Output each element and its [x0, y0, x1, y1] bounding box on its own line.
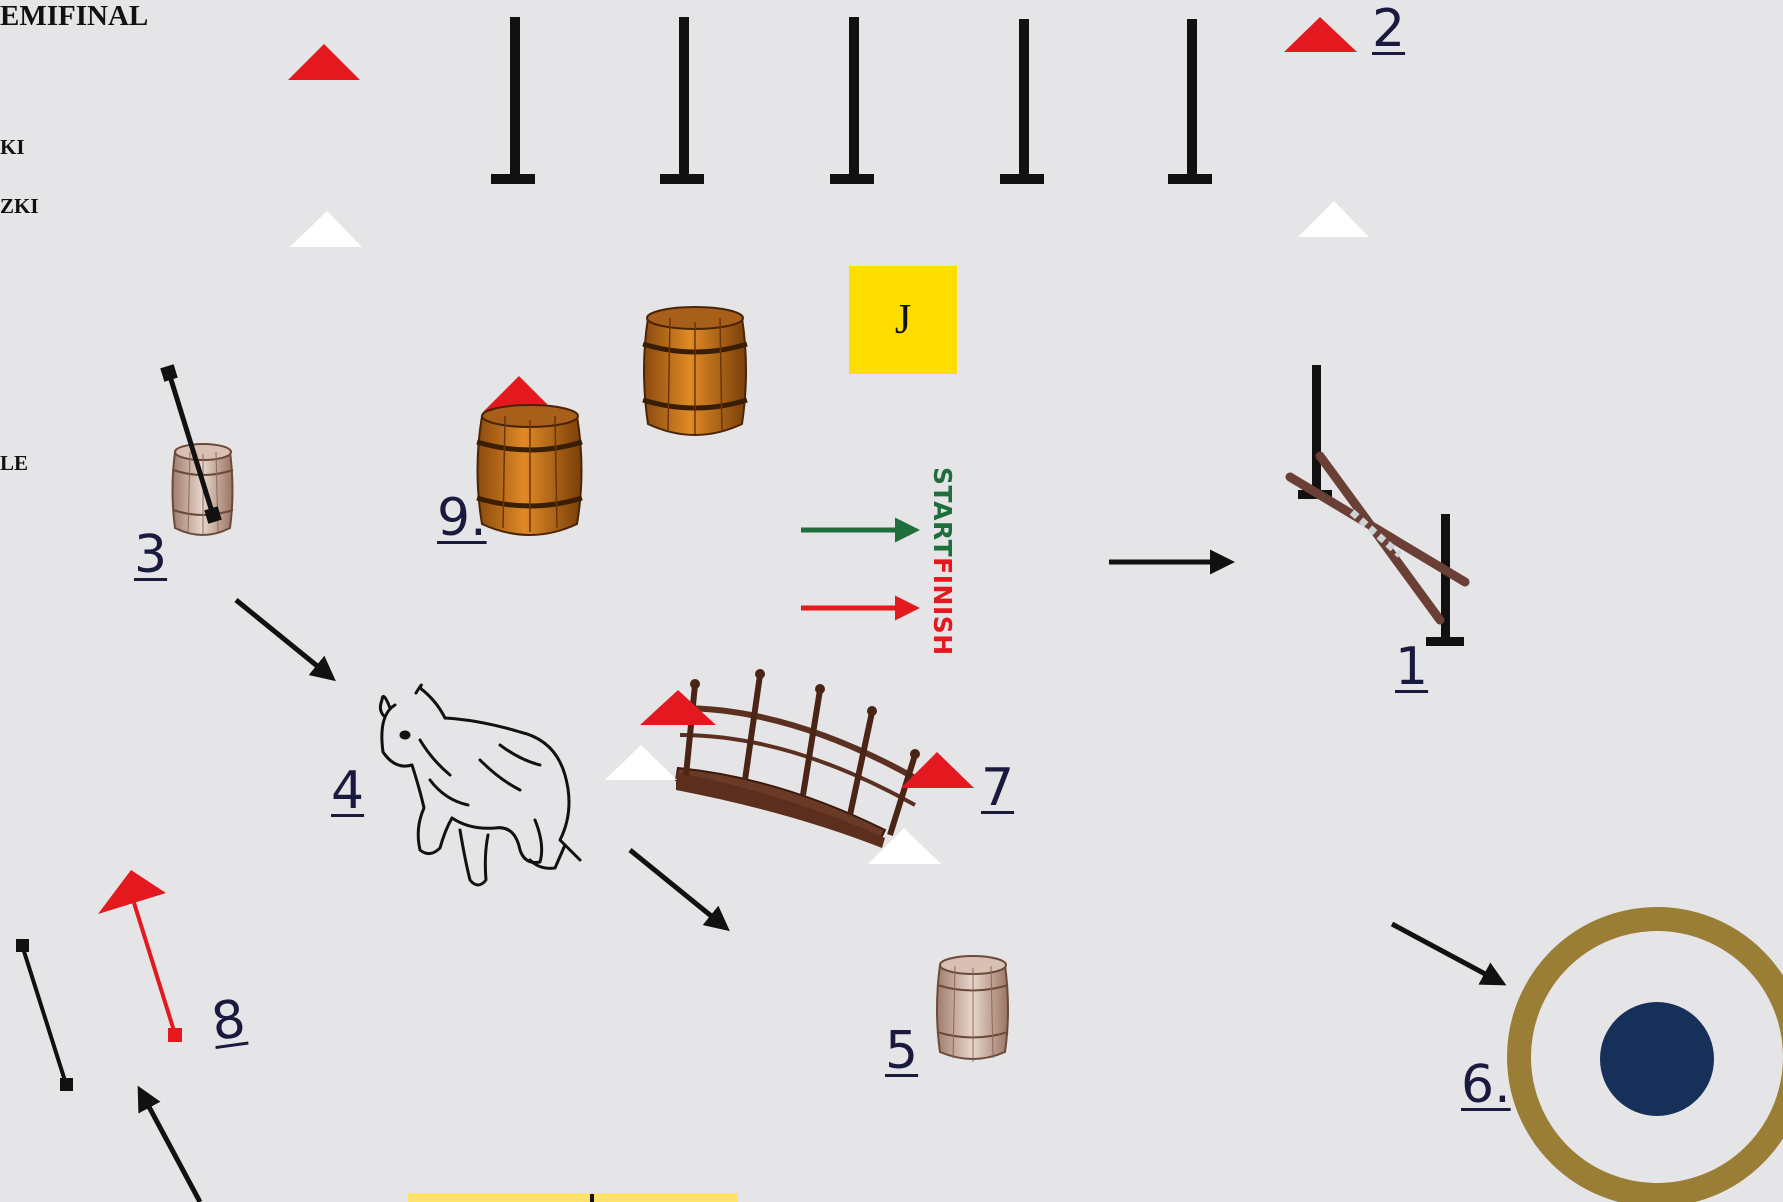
- white-flag-bridge-left: [605, 745, 677, 780]
- white-flag-top-left: [290, 211, 362, 247]
- obstacle-1-gate: [1290, 365, 1465, 646]
- obstacle-5-barrel: [937, 956, 1008, 1062]
- direction-arrow-to-6: [1392, 924, 1502, 983]
- obstacle-6-ring: [1519, 919, 1783, 1195]
- red-flag-top-right: [1284, 17, 1357, 52]
- red-flag-top-left: [288, 44, 360, 80]
- bottom-bar-mark: [590, 1194, 594, 1202]
- obstacle-8-poles: [16, 870, 182, 1091]
- label-le: LE: [0, 451, 28, 476]
- label-ki: KI: [0, 135, 25, 160]
- semifinal-label: EMIFINAL: [0, 0, 148, 33]
- obstacle-number-8: 8: [209, 993, 249, 1049]
- obstacle-4-bull: [380, 685, 580, 885]
- label-zki: ZKI: [0, 194, 39, 219]
- pole-5: [1168, 19, 1212, 184]
- obstacle-number-2: 2: [1372, 3, 1405, 55]
- large-barrel-9: [477, 405, 582, 535]
- obstacle-number-9: 9.: [437, 492, 487, 544]
- pole-1: [491, 17, 535, 184]
- obstacle-number-1: 1: [1395, 641, 1428, 693]
- finish-label: FINISH: [928, 557, 957, 656]
- obstacle-number-6: 6.: [1461, 1059, 1511, 1111]
- obstacle-number-3: 3: [134, 529, 167, 581]
- obstacle-number-4: 4: [331, 765, 364, 817]
- large-barrel-top: [643, 307, 747, 435]
- judge-box: J: [849, 266, 957, 374]
- obstacle-number-7: 7: [981, 762, 1014, 814]
- obstacle-3-barrel: [160, 364, 233, 536]
- direction-arrow-4-to-5: [630, 850, 726, 928]
- obstacle-number-5: 5: [885, 1025, 918, 1077]
- pole-2: [660, 17, 704, 184]
- pole-3: [830, 17, 874, 184]
- poles-row: [491, 17, 1212, 184]
- bottom-yellow-bar: [408, 1193, 738, 1202]
- direction-arrow-to-8: [140, 1090, 200, 1202]
- pole-4: [1000, 19, 1044, 184]
- direction-arrow-3-to-4: [236, 600, 332, 678]
- start-label: START: [928, 467, 957, 557]
- white-flag-top-right: [1298, 201, 1369, 237]
- obstacle-7-bridge: [676, 669, 920, 848]
